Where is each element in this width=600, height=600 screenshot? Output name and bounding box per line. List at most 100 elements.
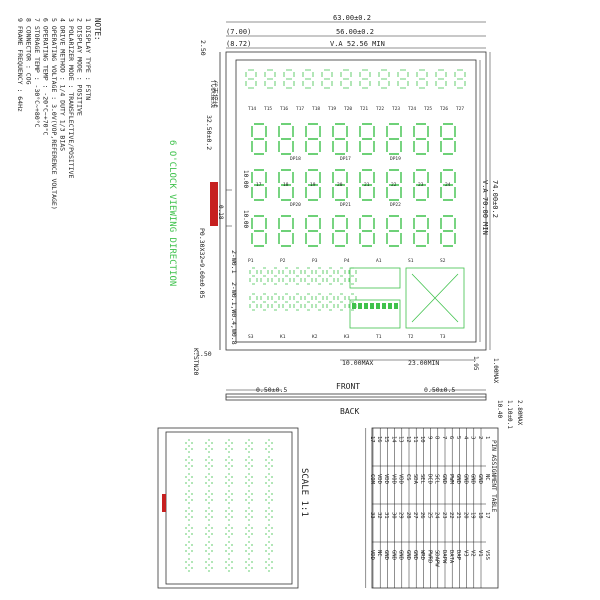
digit-number: 18 [283, 182, 289, 188]
seven-segment-digit [265, 473, 273, 487]
w-note2: 2-W0.1,W0.4,W0.8 [230, 282, 238, 345]
misc-label: A1 [376, 258, 382, 264]
svg-text:V.A 52.56 MIN: V.A 52.56 MIN [330, 40, 385, 48]
seven-segment-digit [337, 293, 346, 311]
seven-segment-digit [185, 456, 193, 470]
segment-label: T20 [344, 106, 352, 112]
pin-table-cell: GND [462, 474, 468, 484]
seven-segment-digit [340, 69, 352, 89]
seven-segment-digit [305, 123, 321, 155]
svg-text:2-W0.1,W0.4,W0.8: 2-W0.1,W0.4,W0.8 [230, 282, 238, 345]
digit-number: 24 [445, 182, 451, 188]
misc-label: S3 [248, 334, 254, 340]
misc-label: P2 [280, 258, 286, 264]
pin-table-cell: 17 [369, 436, 375, 443]
seven-segment-digit [205, 541, 213, 555]
note-line: 8 CONNECTOR : COG [25, 18, 33, 85]
seven-segment-digit [185, 473, 193, 487]
seven-segment-digit [225, 558, 233, 572]
svg-text:10.00: 10.00 [242, 210, 249, 228]
note-line: 1 DISPLAY TYPE : FSTN [84, 18, 92, 100]
svg-text:10.00: 10.00 [242, 170, 249, 188]
seven-segment-digit [282, 267, 291, 285]
digit-number: 21 [364, 182, 370, 188]
seven-segment-digit [225, 439, 233, 453]
note-line: 7 STORAGE TEMP : -30°C~+80°C [33, 18, 41, 128]
top-dimensions: 63.00±0.2 (7.00) 56.00±0.2 (8.72) V.A 52… [199, 14, 486, 56]
seven-segment-digit [185, 439, 193, 453]
seven-segment-digit [265, 490, 273, 504]
svg-text:10.00MAX: 10.00MAX [342, 359, 373, 367]
pin-table-cell: CS [405, 474, 411, 481]
pin-table-cell: SEL [419, 474, 425, 485]
seven-segment-digit [359, 69, 371, 89]
pin-table-cell: VDD [369, 550, 375, 560]
pin-table-cell: 5 [455, 436, 461, 439]
pin-table-cell: 16 [376, 436, 382, 443]
misc-label: T1 [376, 334, 382, 340]
svg-text:2.50: 2.50 [199, 40, 207, 56]
seven-segment-digit [260, 293, 269, 311]
svg-text:2.80MAX: 2.80MAX [516, 400, 523, 426]
pin-table-cell: PWM [448, 474, 454, 485]
seven-segment-digit [315, 267, 324, 285]
seven-segment-digit [185, 490, 193, 504]
note-line: 2 DISPLAY MODE : POSITIVE [76, 18, 84, 116]
note-line: 9 FRAME FREQUENCY : 64Hz [16, 18, 24, 112]
pin-table-cell: 28 [405, 512, 411, 519]
pin-table-cell: GND [412, 550, 418, 560]
pin-table-cell: 22 [448, 512, 454, 519]
pin-table-cell: VOD [390, 474, 396, 484]
seven-segment-digit [302, 69, 314, 89]
polarizer-tag: K:STN20 [192, 348, 200, 375]
viewing-area [235, 59, 477, 343]
seven-segment-digit [282, 293, 291, 311]
segment-label: T19 [328, 106, 336, 112]
seven-segment-digit [359, 123, 375, 155]
pin-table-cell: GND [390, 550, 396, 560]
svg-text:1.95: 1.95 [472, 356, 479, 371]
svg-text:(8.72): (8.72) [226, 40, 251, 48]
pin-table-cell: V1 [477, 550, 483, 557]
misc-label: P1 [248, 258, 254, 264]
seven-segment-digit [225, 473, 233, 487]
pin-table-cell: 24 [434, 512, 440, 519]
back-label: BACK [340, 407, 359, 416]
pin-table-cell: GND [383, 550, 389, 560]
pin-table-cell: V3 [462, 550, 468, 557]
seven-segment-digit [245, 558, 253, 572]
pin-table-cell: 12 [405, 436, 411, 443]
seven-segment-digit [205, 439, 213, 453]
seven-segment-digit [315, 293, 324, 311]
misc-label: P3 [312, 258, 318, 264]
bottom-dimensions: 1.50 10.00MAX 23.00MIN [196, 350, 476, 367]
seven-segment-digit [278, 123, 294, 155]
digit-number: 20 [337, 182, 343, 188]
segment-label: T22 [376, 106, 384, 112]
pin-table-cell: 33 [369, 512, 375, 519]
digit-number: 23 [418, 182, 424, 188]
segment-label: T16 [280, 106, 288, 112]
pin-table-cell: PWRD [426, 550, 432, 563]
seven-segment-digit [225, 541, 233, 555]
pin-table-cell: 23 [441, 512, 447, 519]
pin-table-cell: 25 [426, 512, 432, 519]
seven-segment-digit [251, 123, 267, 155]
note-line: 5 OPERATING VOLTAGE : 3.0V(VOP,REFERENCE… [50, 18, 58, 210]
seven-segment-digit [185, 558, 193, 572]
seven-segment-digit [332, 169, 348, 201]
notes-header: NOTE: [93, 18, 102, 41]
svg-text:1.50: 1.50 [196, 350, 212, 358]
segment-label: T18 [312, 106, 320, 112]
svg-text:代表接线: 代表接线 [210, 80, 219, 108]
seven-segment-digit [225, 456, 233, 470]
dim-10b: 10.00 [242, 210, 249, 228]
seven-segment-digit [271, 293, 280, 311]
pin-table-cell: 3 [470, 436, 476, 439]
pin-table-cell: 9 [426, 436, 432, 439]
pin-table-cell: 2 [477, 436, 483, 439]
pin-table-cell: GND [405, 550, 411, 560]
pin-table-cell: V2 [470, 550, 476, 557]
pin-table-cell: 14 [390, 436, 396, 443]
